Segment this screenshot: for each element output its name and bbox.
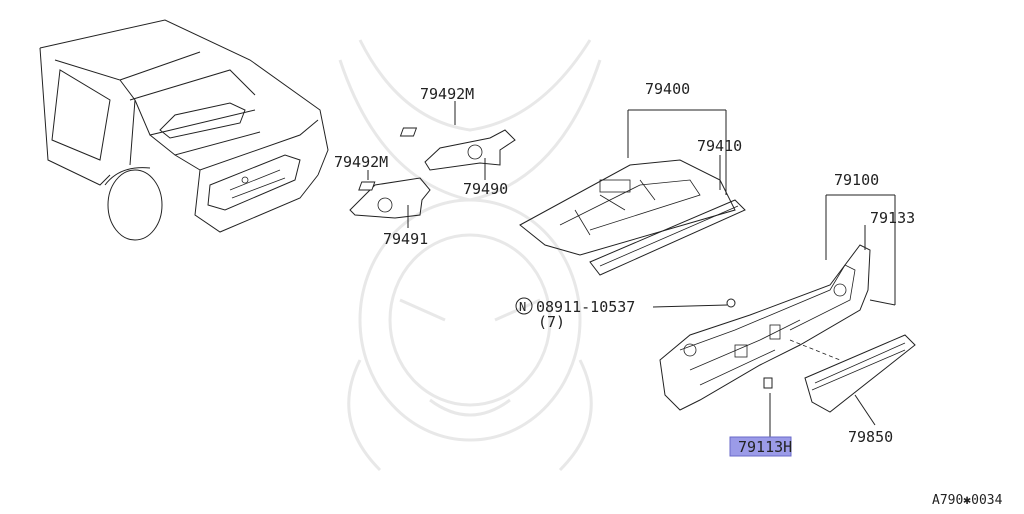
label-79850[interactable]: 79850 [848,428,893,446]
label-nut-quantity: (7) [538,313,565,331]
label-79492M-top[interactable]: 79492M [420,85,474,103]
nut-symbol-circle [515,297,533,315]
label-79400[interactable]: 79400 [645,80,690,98]
highlight-79113H [729,436,792,457]
insulator-parts-drawing [349,101,516,228]
nut-symbol: N [519,300,526,314]
label-79490[interactable]: 79490 [463,180,508,198]
label-79410[interactable]: 79410 [697,137,742,155]
rear-panel-79100-drawing [652,194,916,438]
label-nut-part[interactable]: 08911-10537 [536,298,635,316]
label-79133[interactable]: 79133 [870,209,915,227]
label-79113H[interactable]: 79113H [738,438,792,456]
label-79491[interactable]: 79491 [383,230,428,248]
footer-code: A790✱0034 [932,493,1003,508]
label-79492M-left[interactable]: 79492M [334,153,388,171]
car-outline-drawing [39,19,329,241]
rear-panel-79400-drawing [519,109,746,276]
part-labels: 79492M 79492M 79490 79491 79400 79410 79… [334,80,1003,508]
label-79100[interactable]: 79100 [834,171,879,189]
watermark-emblem [338,39,602,472]
